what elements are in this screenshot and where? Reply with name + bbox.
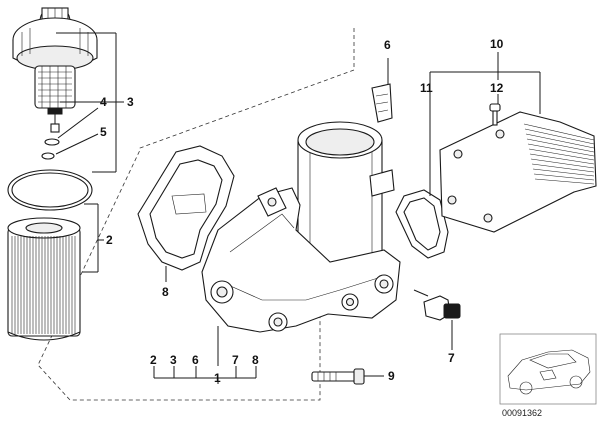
filter-cap-strainer	[34, 65, 76, 133]
vehicle-thumbnail: 00091362	[499, 333, 597, 418]
oil-filter-cap	[12, 7, 98, 71]
oil-filter-housing	[201, 121, 401, 333]
bottom-callout-7: 7	[232, 353, 239, 367]
callout-labels: 1 2 3 4 5 6 7 8 9 10 11 12 2 3 6 7 8	[100, 37, 504, 385]
cooler-screw	[489, 103, 501, 126]
callout-10: 10	[490, 37, 504, 51]
bottom-callout-8: 8	[252, 353, 259, 367]
callout-2: 2	[106, 233, 113, 247]
callout-1: 1	[214, 371, 221, 385]
oil-sensor	[413, 289, 461, 321]
callout-9: 9	[388, 369, 395, 383]
seal-ring-5	[41, 152, 55, 160]
housing-bolt	[311, 368, 365, 385]
document-number: 00091362	[502, 408, 542, 418]
callout-7: 7	[448, 351, 455, 365]
cooler-gasket	[395, 189, 449, 259]
bottom-callout-2: 2	[150, 353, 157, 367]
callout-8: 8	[162, 285, 169, 299]
seal-ring-4	[44, 138, 60, 146]
oil-filter-element	[7, 217, 81, 341]
callout-3: 3	[127, 95, 134, 109]
leader-lines	[55, 32, 541, 384]
callout-4: 4	[100, 95, 107, 109]
bottom-callout-6: 6	[192, 353, 199, 367]
oil-cooler	[439, 111, 597, 233]
filter-cap-o-ring	[7, 169, 93, 211]
spring-clip	[371, 58, 393, 123]
callout-12: 12	[490, 81, 504, 95]
callout-6: 6	[384, 38, 391, 52]
callout-5: 5	[100, 125, 107, 139]
bottom-callout-3: 3	[170, 353, 177, 367]
callout-11: 11	[420, 81, 433, 95]
housing-gasket	[137, 145, 235, 271]
